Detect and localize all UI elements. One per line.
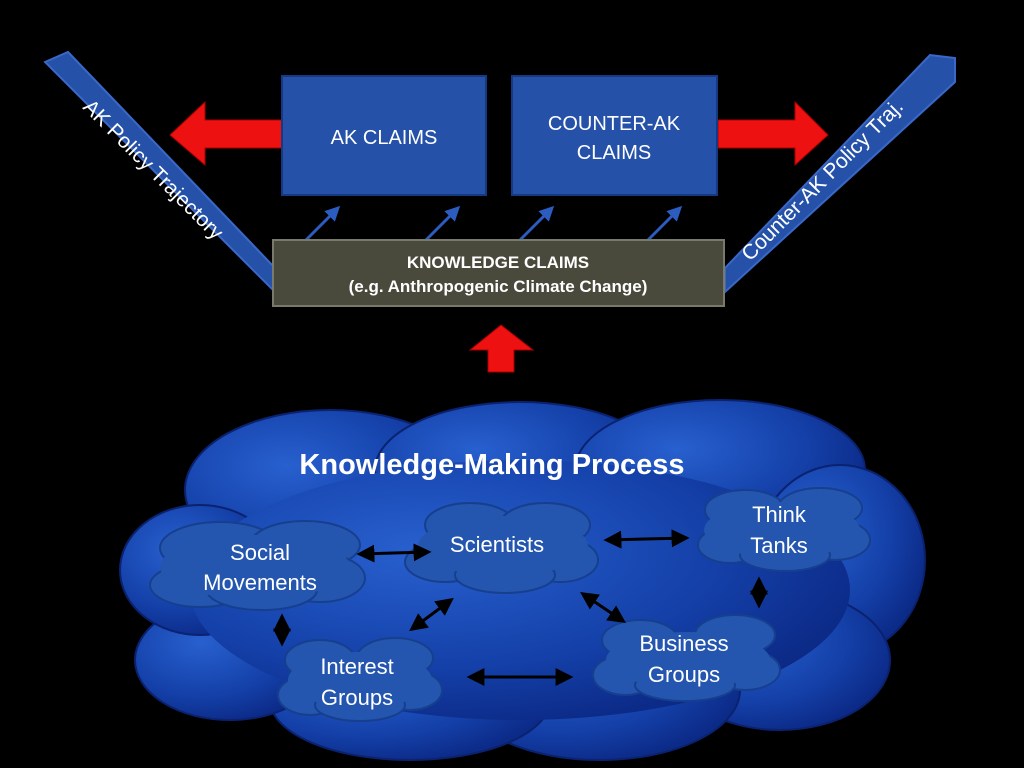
up-red-arrow-icon [468,324,535,373]
connector-scientists-business-icon [580,591,626,624]
counter-ak-policy-trajectory-band: Counter-AK Policy Traj. [724,53,956,295]
social-movements-node [149,520,366,611]
ak-policy-trajectory-label: AK Policy Trajectory [78,95,227,244]
counter-ak-claims-label-line1: COUNTER-AK [548,113,681,135]
connectors [273,529,768,686]
scientists-node [404,502,599,594]
knowledge-claims-box: KNOWLEDGE CLAIMS (e.g. Anthropogenic Cli… [272,239,725,307]
connector-interest-scientists-icon [409,597,454,632]
ak-claims-box: AK CLAIMS [281,75,487,196]
interest-groups-label-line1: Interest [320,654,393,679]
think-tanks-label-line1: Think [752,502,807,527]
social-movements-label-line1: Social [230,540,290,565]
ak-claims-label: AK CLAIMS [331,127,438,149]
connector-social-scientists-icon [356,543,432,563]
counter-ak-claims-box: COUNTER-AK CLAIMS [511,75,718,196]
connector-scientists-thinktanks-icon [603,529,690,549]
business-groups-label-line1: Business [639,631,728,656]
knowledge-claims-example: (e.g. Anthropogenic Climate Change) [349,277,648,296]
interest-groups-label-line2: Groups [321,685,393,710]
think-tanks-label-line2: Tanks [750,533,807,558]
business-groups-label-line2: Groups [648,662,720,687]
support-arrow-3-icon [518,205,555,242]
scientists-label: Scientists [450,532,544,557]
support-arrows [304,205,683,242]
social-movements-label-line2: Movements [203,570,317,595]
left-red-arrow-icon [169,100,283,167]
support-arrow-1-icon [304,205,341,242]
knowledge-making-process-title: Knowledge-Making Process [299,449,684,481]
right-red-arrow-icon [717,100,829,167]
counter-ak-claims-label-line2: CLAIMS [577,142,651,164]
interest-groups-node [277,637,443,722]
support-arrow-4-icon [646,205,683,242]
ak-policy-trajectory-band: AK Policy Trajectory [43,50,276,295]
support-arrow-2-icon [424,205,461,242]
business-groups-node [592,614,781,702]
think-tanks-node [697,487,871,572]
knowledge-claims-title: KNOWLEDGE CLAIMS [407,253,589,272]
